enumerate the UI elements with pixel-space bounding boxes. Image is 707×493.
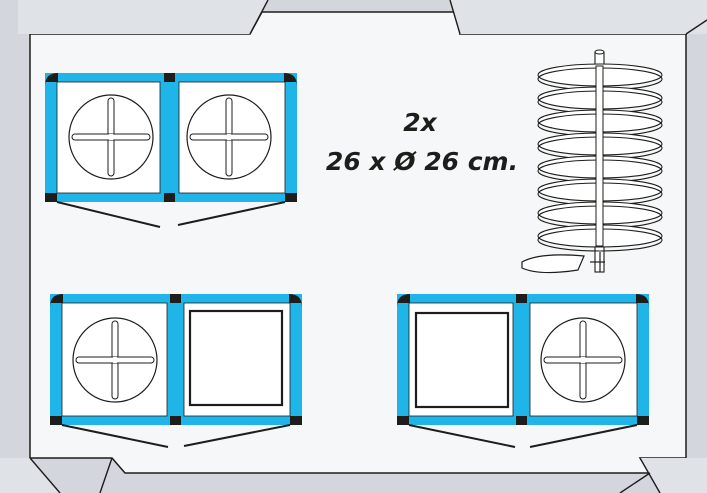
bottom-right-tab bbox=[619, 457, 707, 493]
round-tray-icon bbox=[186, 94, 272, 180]
round-tray-icon bbox=[68, 94, 154, 180]
round-tray-icon bbox=[72, 317, 158, 403]
top-right-tab bbox=[449, 0, 707, 35]
carousel-icon bbox=[521, 49, 663, 274]
square-tray-icon bbox=[414, 311, 510, 409]
tray-quantity-label: 2x bbox=[403, 108, 437, 137]
configuration-3-square-round bbox=[397, 294, 649, 448]
tray-dimensions-label: 26 x Ø 26 cm. bbox=[325, 147, 519, 176]
square-tray-icon bbox=[188, 309, 284, 407]
configuration-1-round-round bbox=[45, 73, 297, 228]
configuration-2-round-square bbox=[50, 294, 302, 448]
bottom-left-tab bbox=[0, 457, 113, 493]
round-tray-icon bbox=[540, 317, 626, 403]
top-left-tab bbox=[18, 0, 269, 35]
